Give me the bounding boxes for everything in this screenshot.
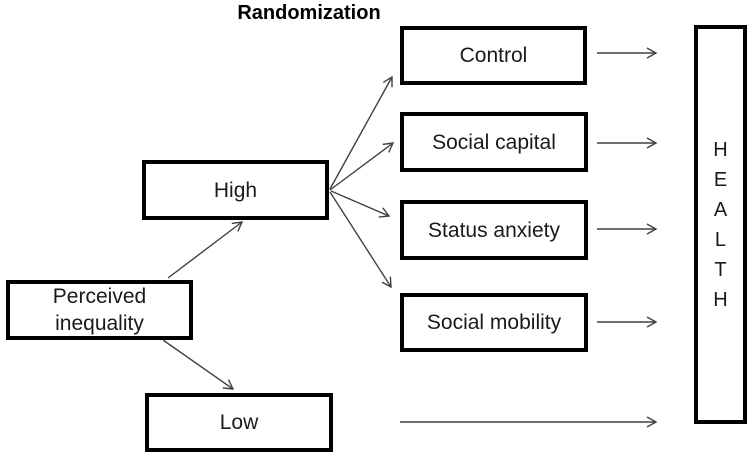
arrow-high-to-control xyxy=(329,75,393,190)
node-status-anxiety: Status anxiety xyxy=(400,200,588,260)
randomization-title: Randomization xyxy=(237,2,381,24)
arrow-high-to-social-mobility xyxy=(329,191,392,289)
health-letter: H xyxy=(713,288,728,311)
node-high: High xyxy=(142,160,329,220)
node-high-label: High xyxy=(213,178,258,202)
node-control: Control xyxy=(400,26,587,85)
arrow-high-to-status-anxiety xyxy=(330,190,391,218)
node-social-mobility-label: Social mobility xyxy=(426,311,562,334)
arrow-perceived-to-high xyxy=(167,221,244,279)
arrow-perceived-to-low xyxy=(162,339,235,390)
node-status-anxiety-label: Status anxiety xyxy=(428,218,560,242)
node-label-line2: inequality xyxy=(55,312,144,335)
node-perceived-inequality-label: Perceived inequality xyxy=(53,283,146,337)
arrow-high-to-social-capital xyxy=(329,142,395,191)
health-letter: L xyxy=(714,228,727,251)
node-social-capital: Social capital xyxy=(400,112,588,172)
node-low-label: Low xyxy=(219,411,259,434)
node-health-label: H E A L T H xyxy=(713,135,727,315)
node-label-line1: Perceived xyxy=(52,285,147,308)
health-letter: A xyxy=(713,198,728,221)
node-social-mobility: Social mobility xyxy=(400,293,588,352)
node-perceived-inequality: Perceived inequality xyxy=(6,280,193,340)
health-letter: T xyxy=(714,258,727,281)
health-letter: E xyxy=(713,168,728,191)
health-letter: H xyxy=(713,138,728,161)
node-social-capital-label: Social capital xyxy=(432,130,556,154)
node-low: Low xyxy=(145,393,333,452)
node-health: H E A L T H xyxy=(694,25,747,424)
node-control-label: Control xyxy=(459,44,528,67)
